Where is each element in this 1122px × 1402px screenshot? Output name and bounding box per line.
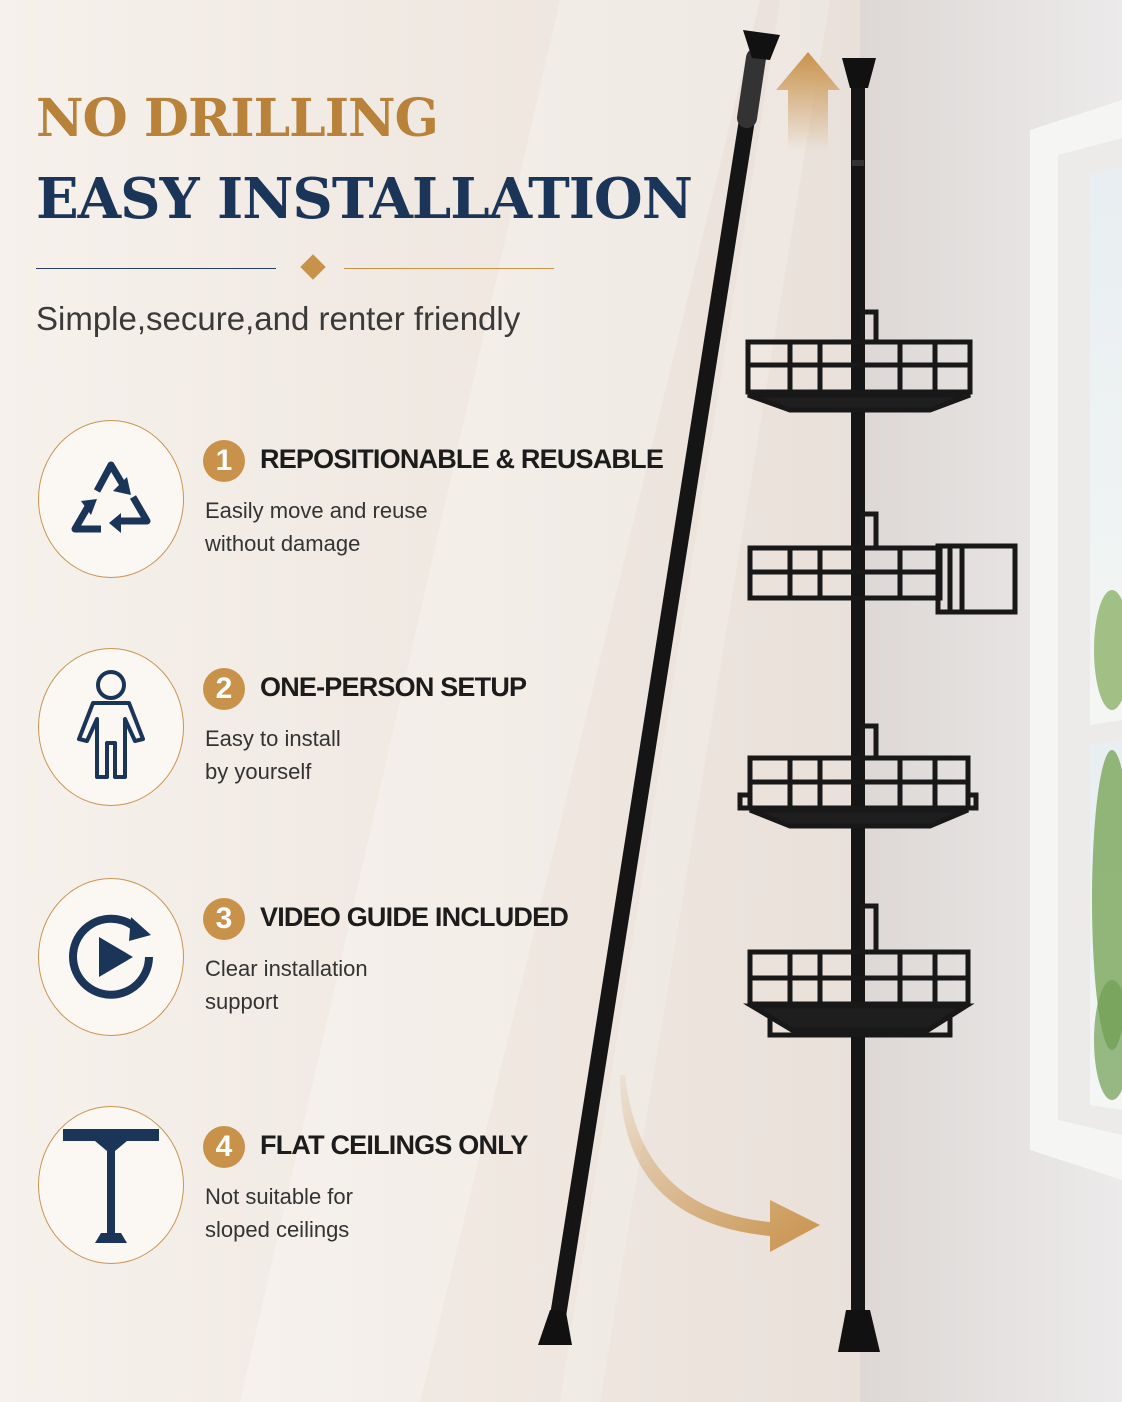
feature-desc-line: Clear installation: [205, 956, 368, 981]
headline-easy-installation: EASY INSTALLATION: [36, 166, 693, 232]
divider-right: [344, 268, 554, 269]
flat-ceiling-icon: [63, 1129, 159, 1243]
feature-title: REPOSITIONABLE & REUSABLE: [260, 444, 664, 474]
feature-desc-line: Not suitable for: [205, 1184, 353, 1209]
feature-desc: Easy to install by yourself: [205, 722, 505, 788]
feature-one-person: 2 ONE-PERSON SETUP Easy to install by yo…: [38, 648, 638, 808]
feature-title: FLAT CEILINGS ONLY: [260, 1130, 528, 1160]
feature-desc: Easily move and reuse without damage: [205, 494, 505, 560]
person-icon: [77, 670, 145, 779]
caddy-baskets: [737, 309, 1018, 1038]
feature-icon-circle: [38, 420, 184, 578]
feature-title: VIDEO GUIDE INCLUDED: [260, 902, 569, 932]
headline-no-drilling: NO DRILLING: [36, 88, 439, 149]
leaning-pole: [538, 30, 780, 1345]
feature-desc-line: support: [205, 989, 279, 1014]
curve-arrow: [620, 1075, 820, 1252]
caddy-pole: [838, 58, 880, 1352]
feature-desc: Clear installation support: [205, 952, 505, 1018]
feature-number: 1: [203, 440, 245, 482]
feature-desc-line: by yourself: [205, 759, 312, 784]
feature-icon-circle: [38, 878, 184, 1036]
feature-desc-line: sloped ceilings: [205, 1217, 350, 1242]
feature-desc-line: Easy to install: [205, 726, 341, 751]
window: [1030, 100, 1122, 1180]
feature-number: 4: [203, 1126, 245, 1168]
divider-left: [36, 268, 276, 269]
feature-number: 3: [203, 898, 245, 940]
feature-desc: Not suitable for sloped ceilings: [205, 1180, 505, 1246]
up-arrow: [776, 52, 840, 150]
recycle-icon: [71, 461, 151, 533]
feature-desc-line: without damage: [205, 531, 361, 556]
feature-video-guide: 3 VIDEO GUIDE INCLUDED Clear installatio…: [38, 878, 638, 1038]
play-refresh-icon: [69, 914, 153, 999]
feature-desc-line: Easily move and reuse: [205, 498, 428, 523]
feature-flat-ceilings: 4 FLAT CEILINGS ONLY Not suitable for sl…: [38, 1106, 638, 1266]
feature-number: 2: [203, 668, 245, 710]
feature-icon-circle: [38, 1106, 184, 1264]
subtitle: Simple,secure,and renter friendly: [36, 300, 521, 337]
feature-repositionable: 1 REPOSITIONABLE & REUSABLE Easily move …: [38, 420, 664, 580]
feature-icon-circle: [38, 648, 184, 806]
feature-title: ONE-PERSON SETUP: [260, 672, 527, 702]
